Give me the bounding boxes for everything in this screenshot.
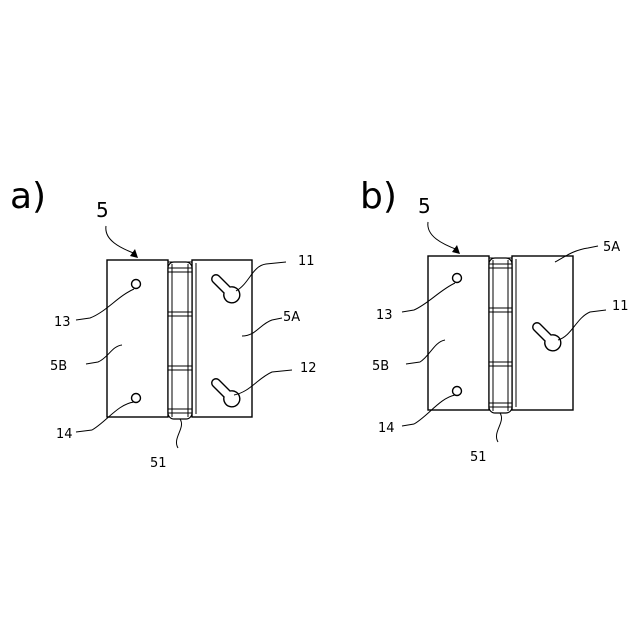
label-5b-b: 5B — [372, 359, 389, 374]
label-11: 11 — [298, 254, 315, 269]
label-5a: 5A — [283, 310, 300, 325]
hole-14-b — [453, 387, 462, 396]
hole-14 — [132, 394, 141, 403]
panel-b-tag: b) — [360, 176, 397, 217]
knuckle-pin-51 — [168, 262, 192, 419]
panel-a: a) 5 — [10, 176, 317, 471]
arrow-5-head — [130, 249, 138, 258]
label-11-b: 11 — [612, 299, 629, 314]
arrow-5-b-head — [452, 245, 460, 254]
hole-13-b — [453, 274, 462, 283]
label-5-b: 5 — [418, 194, 431, 218]
label-14-b: 14 — [378, 421, 395, 436]
hole-13 — [132, 280, 141, 289]
label-14: 14 — [56, 427, 73, 442]
panel-b: b) 5 — [360, 176, 629, 465]
label-12: 12 — [300, 361, 317, 376]
label-13-b: 13 — [376, 308, 393, 323]
label-5a-b: 5A — [603, 240, 620, 255]
leader-51 — [176, 419, 181, 448]
label-13: 13 — [54, 315, 71, 330]
panel-a-tag: a) — [10, 176, 46, 217]
label-51: 51 — [150, 456, 167, 471]
label-51-b: 51 — [470, 450, 487, 465]
label-5b: 5B — [50, 359, 67, 374]
arrow-5 — [106, 226, 136, 254]
leader-51-b — [496, 413, 501, 442]
arrow-5-b — [428, 222, 458, 250]
knuckle-pin-51-b — [489, 258, 512, 413]
label-5: 5 — [96, 198, 109, 222]
